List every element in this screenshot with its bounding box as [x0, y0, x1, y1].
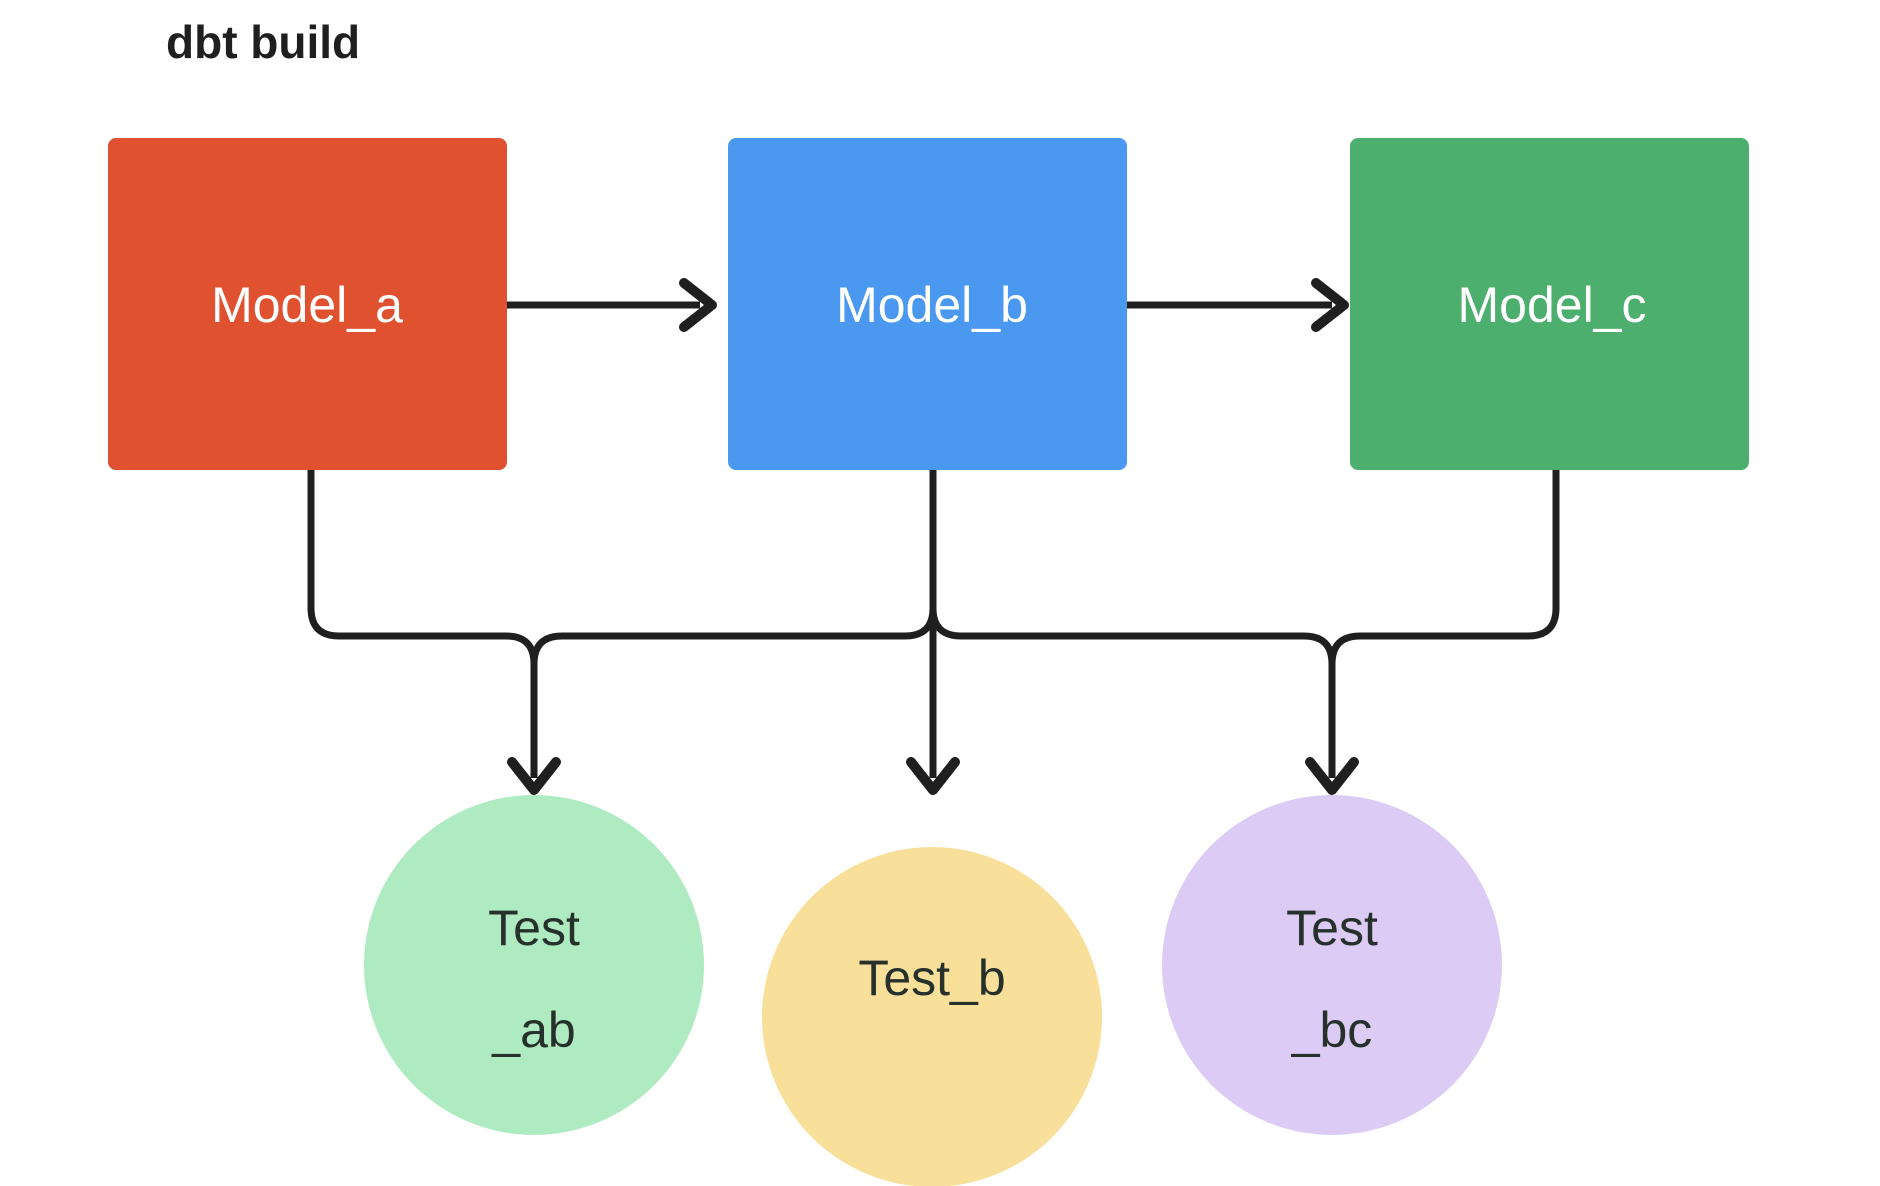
edge-model-a-to-model-b: [507, 278, 717, 332]
model-node-model_b[interactable]: Model_b: [728, 138, 1127, 470]
edge-line: [929, 470, 1336, 778]
edge-line: [530, 470, 937, 778]
model-b-shape[interactable]: [728, 138, 1127, 470]
page-title: dbt build: [166, 16, 360, 68]
test-ab-label-line1: Test: [488, 900, 580, 956]
test-node-test_ab[interactable]: Test _ab: [364, 795, 704, 1135]
arrowhead-icon: [1305, 757, 1359, 795]
edge-model-c-to-test-bc: [1328, 470, 1560, 778]
arrowhead-icon: [906, 757, 960, 795]
test-b-shape[interactable]: [762, 847, 1102, 1186]
test-bc-shape[interactable]: [1162, 795, 1502, 1135]
edge-line: [307, 470, 538, 778]
test-bc-label-line2: _bc: [1291, 1002, 1373, 1058]
test-b-label-line1: Test_b: [858, 950, 1005, 1006]
arrowhead-icon: [1311, 278, 1349, 332]
model-a-label: Model_a: [211, 277, 403, 333]
arrowhead-icon: [507, 757, 561, 795]
test-ab-label-line2: _ab: [491, 1002, 575, 1058]
edge-model-b-to-test-bc: [929, 470, 1359, 795]
edge-model-b-to-test-ab: [530, 470, 937, 778]
model-node-model_a[interactable]: Model_a: [108, 138, 507, 470]
edge-model-b-to-model-c: [1126, 278, 1349, 332]
model-c-label: Model_c: [1458, 277, 1647, 333]
model-c-shape[interactable]: [1350, 138, 1749, 470]
test-node-test_b[interactable]: Test_b: [762, 847, 1102, 1186]
model-b-label: Model_b: [836, 277, 1028, 333]
model-a-shape[interactable]: [108, 138, 507, 470]
edge-model-a-to-test-ab: [307, 470, 561, 795]
test-bc-label-line1: Test: [1286, 900, 1378, 956]
edge-line: [1328, 470, 1560, 778]
arrowhead-icon: [679, 278, 717, 332]
test-ab-shape[interactable]: [364, 795, 704, 1135]
test-node-test_bc[interactable]: Test _bc: [1162, 795, 1502, 1135]
edge-layer: [307, 278, 1560, 795]
model-node-model_c[interactable]: Model_c: [1350, 138, 1749, 470]
